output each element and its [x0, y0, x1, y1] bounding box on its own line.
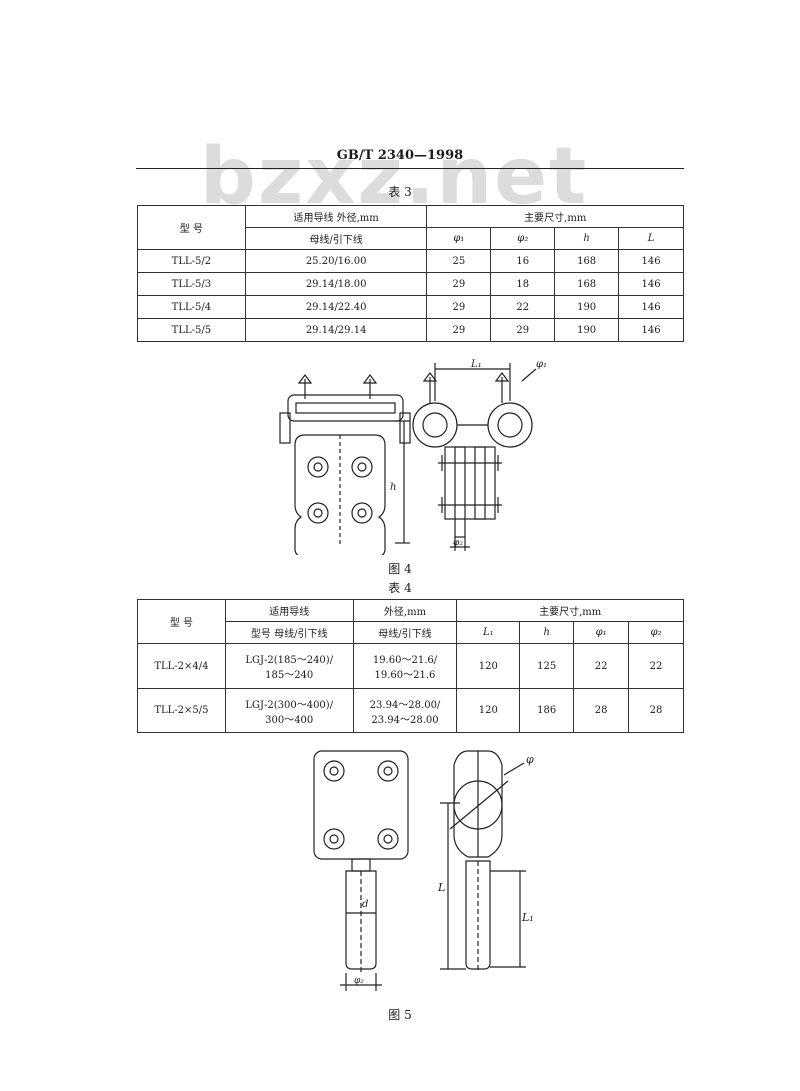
- figure5-label-L: L: [437, 881, 445, 894]
- cell-phi1: 29: [426, 272, 492, 296]
- cell-phi2: 18: [490, 272, 556, 296]
- table4-header-od: 外径,mm: [352, 599, 458, 622]
- header-rule: [136, 168, 684, 169]
- cell-od-line2: 23.94～28.00: [371, 714, 439, 726]
- table4-header-od-sub: 母线/引下线: [352, 621, 458, 644]
- figure4-drawing: L₁ φ₁ h φ₂: [279, 359, 547, 555]
- figure4-label-L1: L₁: [470, 359, 482, 370]
- figure4-label-phi1: φ₁: [536, 359, 547, 370]
- figure4-label-h: h: [390, 482, 396, 493]
- figure5-label-phi2: φ₂: [354, 976, 364, 986]
- cell-h: 125: [519, 643, 575, 689]
- cell-L1: 120: [456, 688, 521, 733]
- cell-od: 29.14/18.00: [244, 272, 428, 296]
- cell-L: 146: [618, 249, 684, 273]
- cell-model: TLL-5/5: [137, 318, 246, 342]
- cell-od: 25.20/16.00: [244, 249, 428, 273]
- cell-model: TLL-5/4: [137, 295, 246, 319]
- cell-h: 190: [554, 318, 620, 342]
- cell-type-line2: 300～400: [265, 714, 314, 726]
- figure5-label-phi: φ: [526, 753, 534, 766]
- table3: 型 号 适用导线 外径,mm 主要尺寸,mm 母线/引下线 φ₁ φ₂ h L …: [137, 205, 684, 342]
- table-row: TLL-5/2 25.20/16.00 25 16 168 146: [137, 249, 684, 273]
- cell-h: 168: [554, 272, 620, 296]
- figure4-caption: 图 4: [388, 562, 412, 576]
- cell-phi2: 22: [490, 295, 556, 319]
- table4-header-dims: 主要尺寸,mm: [456, 599, 684, 622]
- cell-L1: 120: [456, 643, 521, 689]
- cell-phi1: 29: [426, 295, 492, 319]
- figure5-drawing: φ L L₁ d φ₂: [313, 750, 534, 991]
- table4-header-type-sub: 型号 母线/引下线: [224, 621, 354, 644]
- cell-type: LGJ-2(300～400)/ 300～400: [224, 688, 354, 733]
- standard-number: GB/T 2340—1998: [336, 148, 464, 163]
- table3-header-L: L: [618, 227, 684, 250]
- cell-type: LGJ-2(185～240)/ 185～240: [224, 643, 354, 689]
- table3-header-model: 型 号: [137, 205, 246, 250]
- cell-h: 168: [554, 249, 620, 273]
- figure5-label-L1: L₁: [521, 911, 534, 924]
- cell-L: 146: [618, 272, 684, 296]
- table-row: TLL-5/4 29.14/22.40 29 22 190 146: [137, 295, 684, 319]
- table4-header-phi1: φ₁: [573, 621, 630, 644]
- cell-L: 146: [618, 318, 684, 342]
- table3-header-phi2: φ₂: [490, 227, 556, 250]
- table4-header-model: 型 号: [137, 599, 226, 644]
- table-row: TLL-2×5/5 LGJ-2(300～400)/ 300～400 23.94～…: [137, 688, 684, 733]
- cell-type-line1: LGJ-2(185～240)/: [245, 655, 334, 666]
- table4-caption: 表 4: [388, 581, 412, 595]
- table4-header-L1: L₁: [456, 621, 521, 644]
- cell-od: 23.94～28.00/ 23.94～28.00: [352, 688, 458, 733]
- table3-caption: 表 3: [388, 185, 412, 199]
- cell-phi1: 29: [426, 318, 492, 342]
- table3-header-dims: 主要尺寸,mm: [426, 205, 684, 228]
- figure4-label-phi2: φ₂: [453, 538, 463, 548]
- figure5-label-d: d: [362, 899, 368, 910]
- table3-header-h: h: [554, 227, 620, 250]
- table4-header-conductor: 适用导线: [224, 599, 354, 622]
- cell-model: TLL-2×4/4: [137, 643, 226, 689]
- cell-od-line2: 19.60～21.6: [374, 670, 436, 681]
- cell-model: TLL-2×5/5: [137, 688, 226, 733]
- cell-model: TLL-5/2: [137, 249, 246, 273]
- cell-od: 29.14/29.14: [244, 318, 428, 342]
- cell-phi2: 29: [490, 318, 556, 342]
- cell-phi2: 28: [628, 688, 684, 733]
- table-row: TLL-5/3 29.14/18.00 29 18 168 146: [137, 272, 684, 296]
- cell-phi1: 25: [426, 249, 492, 273]
- figure5-caption: 图 5: [388, 1008, 412, 1022]
- cell-h: 190: [554, 295, 620, 319]
- cell-h: 186: [519, 688, 575, 733]
- cell-type-line2: 185～240: [265, 670, 314, 681]
- cell-phi2: 16: [490, 249, 556, 273]
- table4-header-phi2: φ₂: [628, 621, 684, 644]
- cell-L: 146: [618, 295, 684, 319]
- table3-header-conductor: 适用导线 外径,mm: [244, 205, 428, 228]
- table4: 型 号 适用导线 外径,mm 主要尺寸,mm 型号 母线/引下线 母线/引下线 …: [137, 599, 684, 733]
- cell-phi1: 22: [573, 643, 630, 689]
- table-row: TLL-2×4/4 LGJ-2(185～240)/ 185～240 19.60～…: [137, 643, 684, 689]
- table4-header-h: h: [519, 621, 575, 644]
- table-row: TLL-5/5 29.14/29.14 29 29 190 146: [137, 318, 684, 342]
- table3-header-phi1: φ₁: [426, 227, 492, 250]
- cell-od: 29.14/22.40: [244, 295, 428, 319]
- cell-phi1: 28: [573, 688, 630, 733]
- cell-phi2: 22: [628, 643, 684, 689]
- cell-od: 19.60～21.6/ 19.60～21.6: [352, 643, 458, 689]
- cell-od-line1: 19.60～21.6/: [372, 655, 438, 666]
- cell-model: TLL-5/3: [137, 272, 246, 296]
- cell-type-line1: LGJ-2(300～400)/: [245, 699, 334, 711]
- cell-od-line1: 23.94～28.00/: [369, 699, 441, 711]
- table3-header-conductor-sub: 母线/引下线: [244, 227, 428, 250]
